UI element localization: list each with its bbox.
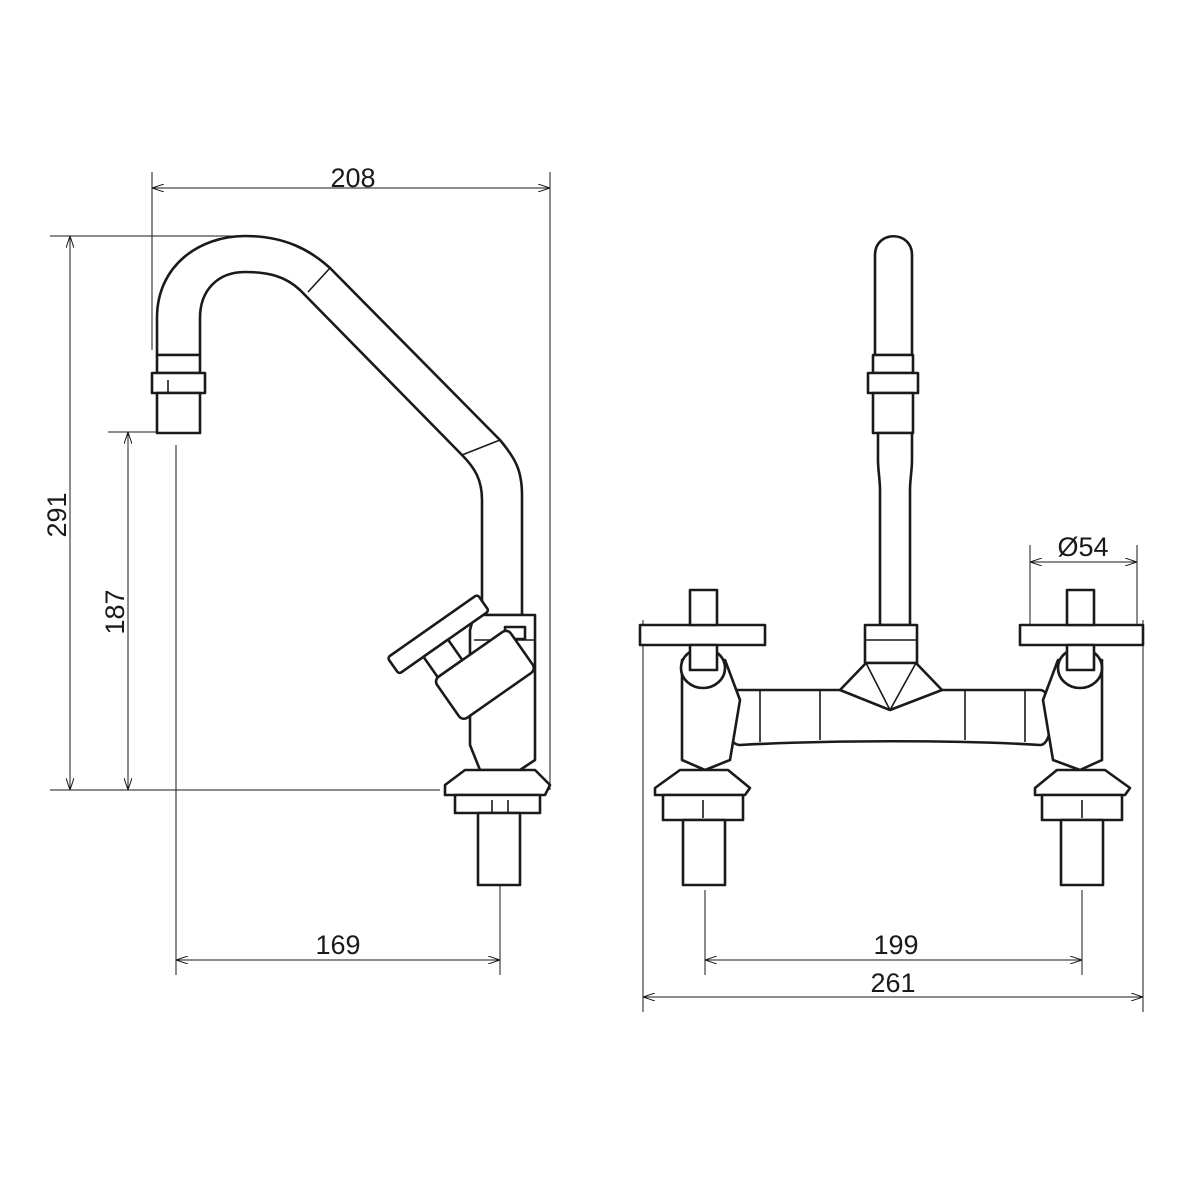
overall-width-label: 261: [870, 968, 915, 998]
extension-lines: [50, 172, 551, 975]
right-cross-handle[interactable]: [1018, 623, 1145, 647]
right-handle-assembly: [1018, 588, 1145, 887]
aerator: [150, 353, 207, 435]
center-distance-label: 199: [873, 930, 918, 960]
reach-dimension-label: 169: [315, 930, 360, 960]
handle-diameter-label: Ø54: [1057, 532, 1108, 562]
side-view: 208 291 187 169: [42, 163, 552, 975]
base-flange: [443, 768, 552, 797]
spout: [155, 234, 524, 617]
handle-wheel[interactable]: [387, 592, 536, 736]
left-cross-handle[interactable]: [638, 623, 767, 647]
width-dimension-label: 208: [330, 163, 375, 193]
left-handle-assembly: [638, 588, 767, 887]
spout-height-dimension-label: 187: [100, 589, 130, 634]
height-dimension-label: 291: [42, 492, 72, 537]
spout-front: [863, 234, 920, 665]
front-view: Ø54 199 261: [638, 234, 1145, 1012]
